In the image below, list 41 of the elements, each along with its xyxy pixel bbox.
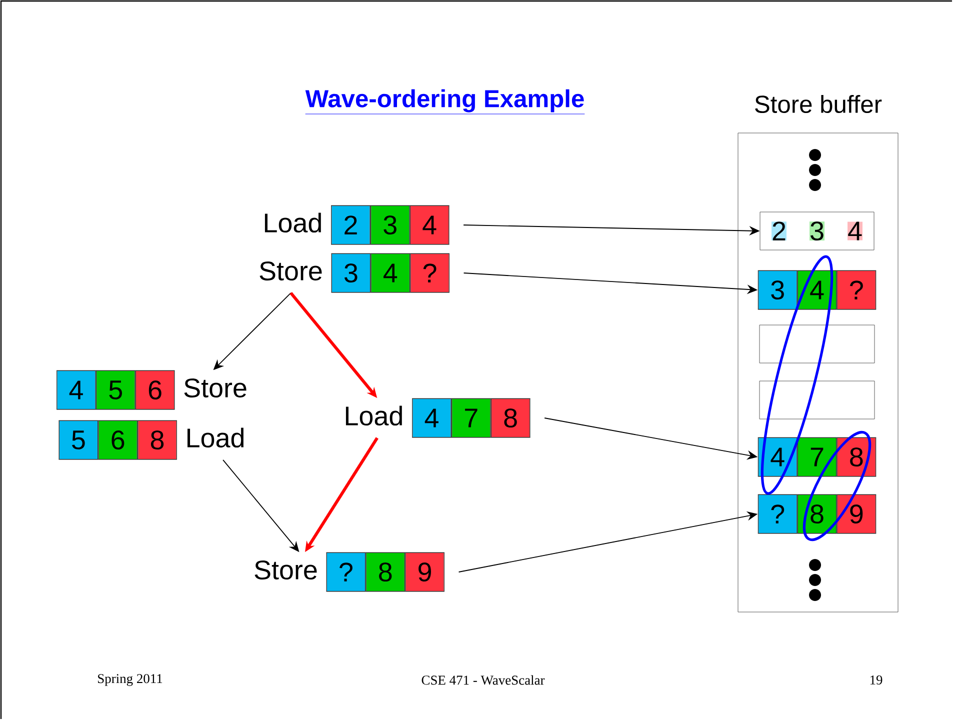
- node-label: Store buffer: [755, 94, 882, 114]
- node-label: 4: [422, 216, 436, 234]
- buffer-entry: ? 8 9: [758, 494, 876, 534]
- node-label: Load: [188, 428, 244, 448]
- instruction: 4 5 6 Store: [56, 370, 246, 410]
- footer-text: 19: [870, 676, 882, 685]
- node-label: ?: [340, 562, 352, 582]
- node-label: Store: [254, 560, 317, 580]
- footer-text: Spring 2011: [98, 674, 162, 686]
- node-label: 3: [771, 280, 784, 300]
- title: Wave-ordering Example: [305, 89, 585, 114]
- node-label: 9: [850, 504, 863, 524]
- buffer-entry: 4 7 8: [758, 437, 876, 477]
- instruction: 5 6 8 Load: [58, 420, 244, 460]
- empty-entry: [759, 380, 875, 420]
- node-label: 4: [384, 264, 398, 282]
- instruction: Store 3 4 ?: [260, 253, 450, 293]
- node-label: 8: [850, 447, 863, 467]
- node-label: 8: [150, 430, 164, 450]
- node-label: 5: [109, 380, 122, 400]
- buffer-entry: 3 4 ?: [758, 270, 876, 310]
- node-label: 9: [418, 562, 431, 582]
- node-label: 4: [770, 448, 784, 466]
- node-label: 7: [465, 408, 478, 428]
- node-label: 3: [384, 215, 396, 235]
- node-label: ?: [423, 264, 436, 282]
- node-label: ?: [771, 504, 784, 524]
- instruction: Load 4 7 8: [346, 398, 531, 438]
- footer-text: CSE 471 - WaveScalar: [422, 675, 545, 685]
- node-label: Load: [346, 406, 402, 426]
- node-label: 8: [504, 408, 517, 428]
- node-label: Store: [260, 261, 322, 281]
- instruction: Store ? 8 9: [254, 552, 445, 592]
- node-label: Store: [184, 378, 246, 398]
- empty-entry: [759, 324, 875, 364]
- buffer-entry: 2 3 4: [760, 212, 874, 250]
- node-label: ?: [850, 280, 863, 300]
- node-label: Load: [264, 212, 321, 233]
- node-label: 6: [148, 380, 162, 400]
- instruction: Load 2 3 4: [264, 205, 450, 245]
- node-label: 5: [72, 430, 85, 450]
